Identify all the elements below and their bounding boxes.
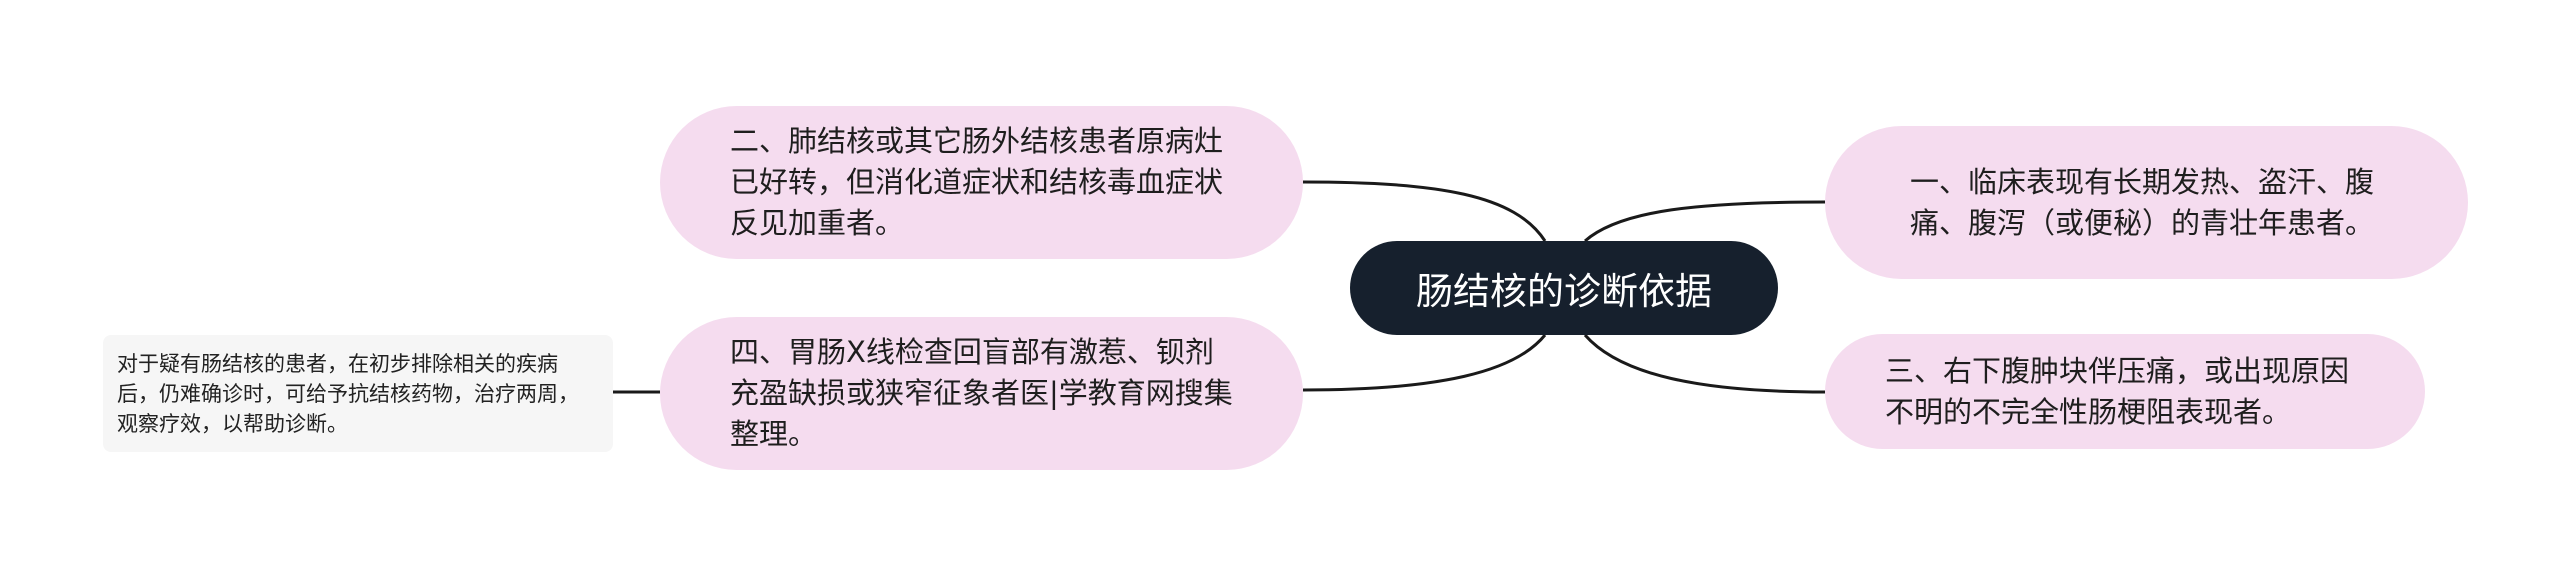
note-node[interactable]: 对于疑有肠结核的患者，在初步排除相关的疾病后，仍难确诊时，可给予抗结核药物，治疗…	[103, 335, 613, 452]
connector-central-to-right-top	[1584, 200, 1826, 243]
connector-central-to-left-top	[1302, 180, 1547, 242]
connector-central-to-right-bottom	[1583, 334, 1826, 394]
branch-node-2-label: 二、肺结核或其它肠外结核患者原病灶已好转，但消化道症状和结核毒血症状反见加重者。	[730, 124, 1224, 240]
central-topic-label: 肠结核的诊断依据	[1416, 270, 1712, 313]
central-topic[interactable]: 肠结核的诊断依据	[1350, 241, 1778, 335]
note-node-text: 对于疑有肠结核的患者，在初步排除相关的疾病后，仍难确诊时，可给予抗结核药物，治疗…	[117, 351, 579, 436]
branch-node-1[interactable]: 一、临床表现有长期发热、盗汗、腹痛、腹泻（或便秘）的青壮年患者。	[1825, 126, 2468, 279]
branch-node-4[interactable]: 四、胃肠X线检查回盲部有激惹、钡剂充盈缺损或狭窄征象者医|学教育网搜集整理。	[660, 317, 1303, 470]
branch-node-3[interactable]: 三、右下腹肿块伴压痛，或出现原因不明的不完全性肠梗阻表现者。	[1825, 334, 2425, 449]
branch-node-1-label: 一、临床表现有长期发热、盗汗、腹痛、腹泻（或便秘）的青壮年患者。	[1910, 164, 2375, 240]
branch-node-4-label: 四、胃肠X线检查回盲部有激惹、钡剂充盈缺损或狭窄征象者医|学教育网搜集整理。	[730, 335, 1233, 451]
branch-node-3-label: 三、右下腹肿块伴压痛，或出现原因不明的不完全性肠梗阻表现者。	[1885, 353, 2350, 429]
connector-central-to-left-bottom	[1302, 334, 1547, 392]
branch-node-2[interactable]: 二、肺结核或其它肠外结核患者原病灶已好转，但消化道症状和结核毒血症状反见加重者。	[660, 106, 1303, 259]
